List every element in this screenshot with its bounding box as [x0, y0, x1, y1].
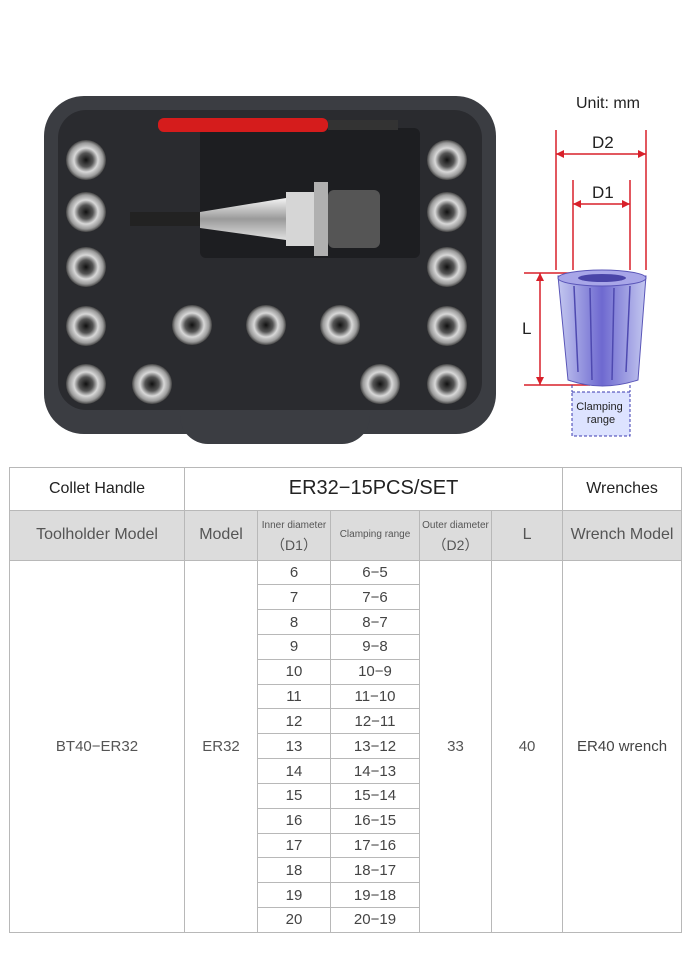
inner-diameter-symbol: （D1）	[271, 537, 317, 554]
tool-case	[44, 96, 496, 444]
inner-diameter-cell: 17	[257, 832, 331, 859]
outer-diameter-label: Outer diameter	[422, 520, 489, 532]
clamping-range-cell: 18−17	[330, 857, 420, 884]
collet-dimension-diagram: D2 D1 L Clamping range	[522, 130, 647, 437]
wrench-model-cell: ER40 wrench	[562, 559, 683, 934]
inner-diameter-cell: 16	[257, 807, 331, 834]
clamping-range-cell: 14−13	[330, 758, 420, 784]
spec-table: Collet Handle ER32−15PCS/SET Wrenches To…	[9, 467, 683, 934]
inner-diameter-cell: 6	[257, 559, 331, 586]
l-header: L	[490, 509, 564, 561]
clamping-range-cell: 16−15	[330, 807, 420, 834]
d1-label: D1	[592, 183, 614, 202]
clamping-range-cell: 17−16	[330, 832, 420, 859]
set-title: ER32−15PCS/SET	[183, 467, 564, 511]
inner-diameter-cell: 15	[257, 782, 331, 809]
table-row: BT40−ER32 ER32 6 6−5 33 40 ER40 wrench	[9, 559, 683, 934]
clamping-range-cell: 13−12	[330, 733, 420, 760]
inner-diameter-cell: 9	[257, 634, 331, 660]
wrenches-header: Wrenches	[562, 467, 683, 511]
clamping-range-cell: 9−8	[330, 634, 420, 660]
outer-diameter-header: Outer diameter （D2）	[419, 509, 492, 561]
clamping-range-cell: 10−9	[330, 658, 420, 685]
clamping-range-cell: 8−7	[330, 609, 420, 636]
inner-diameter-cell: 12	[257, 708, 331, 735]
clamping-range-cell: 19−18	[330, 882, 420, 908]
clamping-range-cell: 7−6	[330, 584, 420, 611]
inner-diameter-cell: 8	[257, 609, 331, 636]
l-cell: 40	[490, 559, 564, 934]
model-header: Model	[184, 509, 258, 561]
toolholder-model-header: Toolholder Model	[9, 509, 185, 561]
table-header-row-1: Collet Handle ER32−15PCS/SET Wrenches	[9, 467, 683, 511]
inner-diameter-cell: 10	[257, 658, 331, 685]
outer-diameter-cell: 33	[419, 559, 492, 934]
inner-diameter-cell: 11	[257, 683, 331, 710]
clamping-range-cell: 6−5	[330, 559, 420, 586]
toolholder-model-cell: BT40−ER32	[9, 559, 185, 934]
inner-diameter-cell: 20	[257, 906, 331, 934]
clamping-range-cell: 11−10	[330, 683, 420, 710]
collet-set	[66, 140, 467, 404]
tool-holder	[130, 182, 380, 256]
inner-diameter-label: Inner diameter	[261, 520, 327, 532]
outer-diameter-symbol: （D2）	[432, 537, 479, 554]
inner-diameter-cell: 19	[257, 882, 331, 908]
inner-diameter-cell: 13	[257, 733, 331, 760]
d2-label: D2	[592, 133, 614, 152]
clamping-range-cell: 20−19	[330, 906, 420, 934]
clamping-range-cell: 12−11	[330, 708, 420, 735]
model-cell: ER32	[184, 559, 258, 934]
wrench	[158, 118, 398, 132]
inner-diameter-cell: 7	[257, 584, 331, 611]
clamping-range-header: Clamping range	[330, 509, 420, 561]
wrench-model-header: Wrench Model	[562, 509, 683, 561]
inner-diameter-header: Inner diameter （D1）	[257, 509, 331, 561]
inner-diameter-cell: 14	[257, 758, 331, 784]
collet-side-view	[557, 269, 647, 387]
table-header-row-2: Toolholder Model Model Inner diameter （D…	[9, 509, 683, 561]
l-label: L	[522, 319, 531, 338]
collet-handle-header: Collet Handle	[9, 467, 185, 511]
unit-label: Unit: mm	[576, 95, 640, 112]
product-illustration: Unit: mm D2 D1 L	[44, 95, 647, 444]
clamping-range-label: Clamping range	[576, 401, 626, 426]
inner-diameter-cell: 18	[257, 857, 331, 884]
clamping-range-cell: 15−14	[330, 782, 420, 809]
